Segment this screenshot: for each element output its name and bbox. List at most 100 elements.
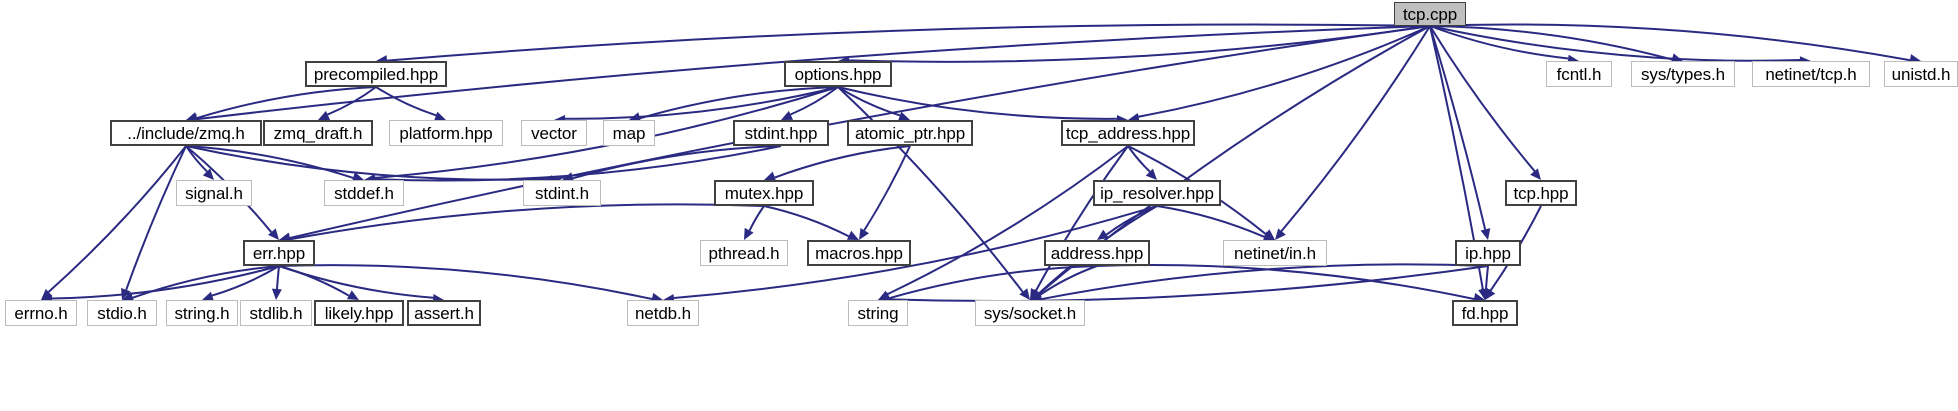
graph-node-atomic-ptr[interactable]: atomic_ptr.hpp: [847, 120, 973, 146]
graph-node-err-hpp[interactable]: err.hpp: [243, 240, 315, 266]
graph-edge-options-to-sys_socket: [837, 86, 1024, 293]
graph-node-errno-h[interactable]: errno.h: [5, 300, 77, 326]
graph-node-stddef-h[interactable]: stddef.h: [324, 180, 404, 206]
graph-edge-precompiled-to-zmq_draft: [327, 86, 377, 116]
graph-edge-tcp_address-to-string_cpp: [886, 145, 1129, 296]
graph-arrowhead: [346, 290, 359, 300]
graph-node-label: sys/types.h: [1641, 64, 1725, 84]
graph-arrowhead: [859, 228, 870, 240]
graph-node-label: vector: [531, 123, 577, 143]
graph-node-signal-h[interactable]: signal.h: [176, 180, 252, 206]
graph-edge-tcp_address-to-sys_socket: [1035, 145, 1129, 292]
graph-edge-zmq_h-to-stdio_h: [125, 145, 187, 291]
graph-node-ip-hpp[interactable]: ip.hpp: [1455, 240, 1521, 266]
graph-edge-ip_resolver-to-netdb_h: [673, 205, 1158, 299]
graph-node-assert-h[interactable]: assert.h: [407, 300, 481, 326]
graph-node-sys-socket[interactable]: sys/socket.h: [975, 300, 1085, 326]
graph-edge-tcp_cpp-to-fcntl: [1429, 25, 1569, 60]
graph-node-netinet-tcp[interactable]: netinet/tcp.h: [1752, 61, 1870, 87]
graph-node-label: tcp.cpp: [1402, 4, 1458, 24]
graph-node-mutex[interactable]: mutex.hpp: [714, 180, 814, 206]
graph-node-tcp-address[interactable]: tcp_address.hpp: [1061, 120, 1195, 146]
graph-arrowhead: [744, 227, 754, 240]
graph-node-label: signal.h: [185, 183, 243, 203]
graph-node-stdio-h[interactable]: stdio.h: [87, 300, 157, 326]
graph-node-fcntl[interactable]: fcntl.h: [1546, 61, 1612, 87]
graph-arrowhead: [764, 171, 777, 182]
graph-node-label: stdlib.h: [249, 303, 303, 323]
graph-edge-stdint_hpp-to-stdint_h: [572, 145, 782, 180]
graph-node-precompiled[interactable]: precompiled.hpp: [305, 61, 447, 87]
graph-node-label: tcp_address.hpp: [1065, 123, 1191, 143]
graph-node-label: atomic_ptr.hpp: [854, 123, 966, 143]
graph-node-label: string.h: [174, 303, 230, 323]
graph-node-label: ../include/zmq.h: [127, 123, 245, 143]
graph-edge-precompiled-to-platform: [375, 86, 437, 117]
graph-node-label: zmq_draft.h: [273, 123, 363, 143]
graph-arrowhead: [122, 291, 135, 302]
graph-node-label: stdio.h: [97, 303, 147, 323]
graph-node-label: string: [857, 303, 899, 323]
graph-node-stdlib-h[interactable]: stdlib.h: [240, 300, 312, 326]
graph-node-string-cpp[interactable]: string: [848, 300, 908, 326]
graph-edge-tcp_cpp-to-zmq_h: [196, 25, 1431, 121]
graph-edge-tcp_cpp-to-tcp_address: [1138, 25, 1431, 118]
graph-node-stdint-h[interactable]: stdint.h: [523, 180, 601, 206]
graph-node-sys-types[interactable]: sys/types.h: [1631, 61, 1735, 87]
graph-node-ip-resolver[interactable]: ip_resolver.hpp: [1093, 180, 1221, 206]
graph-node-zmq-h[interactable]: ../include/zmq.h: [110, 120, 262, 146]
graph-edge-err_hpp-to-stdlib_h: [275, 265, 280, 290]
graph-node-map[interactable]: map: [603, 120, 655, 146]
graph-node-vector[interactable]: vector: [521, 120, 587, 146]
graph-node-netdb-h[interactable]: netdb.h: [627, 300, 699, 326]
graph-edge-address-to-sys_socket: [1039, 265, 1098, 296]
graph-node-address[interactable]: address.hpp: [1044, 240, 1150, 266]
graph-node-label: precompiled.hpp: [313, 64, 439, 84]
graph-node-pthread[interactable]: pthread.h: [700, 240, 788, 266]
graph-edge-tcp_cpp-to-unistd: [1429, 23, 1911, 62]
graph-node-label: sys/socket.h: [983, 303, 1077, 323]
graph-arrowhead: [846, 230, 859, 240]
graph-arrowhead: [268, 228, 279, 240]
graph-edge-tcp_cpp-to-sys_types: [1429, 25, 1673, 61]
graph-node-likely[interactable]: likely.hpp: [314, 300, 404, 326]
graph-node-label: stdint.hpp: [744, 123, 818, 143]
graph-arrowhead: [1275, 228, 1286, 240]
graph-node-platform[interactable]: platform.hpp: [389, 120, 503, 146]
graph-node-stdint-hpp[interactable]: stdint.hpp: [733, 120, 829, 146]
graph-edge-tcp_cpp-to-err_hpp: [289, 25, 1431, 239]
graph-node-options[interactable]: options.hpp: [784, 61, 892, 87]
graph-edge-stdint_hpp-to-stddef_h: [374, 145, 782, 182]
graph-node-label: err.hpp: [252, 243, 306, 263]
graph-node-tcp-hpp[interactable]: tcp.hpp: [1505, 180, 1577, 206]
graph-node-label: fd.hpp: [1461, 303, 1509, 323]
graph-node-label: netdb.h: [634, 303, 692, 323]
graph-node-label: stdint.h: [534, 183, 589, 203]
graph-arrowhead: [271, 288, 282, 300]
graph-edge-options-to-tcp_address: [837, 86, 1118, 120]
graph-node-label: unistd.h: [1891, 64, 1951, 84]
graph-arrowhead: [1480, 288, 1491, 300]
graph-edge-options-to-map: [639, 86, 839, 120]
graph-node-tcp-cpp[interactable]: tcp.cpp: [1394, 2, 1466, 26]
graph-edge-tcp_cpp-to-netinet_tcp: [1429, 25, 1801, 62]
graph-edge-address-to-string_cpp: [888, 265, 1098, 300]
graph-node-string-h[interactable]: string.h: [166, 300, 238, 326]
graph-node-macros[interactable]: macros.hpp: [807, 240, 911, 266]
graph-node-label: options.hpp: [794, 64, 882, 84]
graph-edge-address-to-fd_hpp: [1096, 264, 1475, 301]
graph-arrowhead: [1097, 229, 1109, 240]
graph-arrowhead: [897, 111, 910, 122]
graph-node-zmq-draft[interactable]: zmq_draft.h: [263, 120, 373, 146]
graph-edge-atomic_ptr-to-macros: [863, 145, 911, 231]
graph-node-fd-hpp[interactable]: fd.hpp: [1452, 300, 1518, 326]
graph-edge-tcp_address-to-ip_resolver: [1127, 145, 1151, 173]
graph-node-label: map: [612, 123, 646, 143]
graph-edge-ip_hpp-to-sys_socket: [1040, 263, 1489, 301]
graph-node-netinet-in[interactable]: netinet/in.h: [1223, 240, 1327, 266]
graph-node-label: ip_resolver.hpp: [1100, 183, 1214, 203]
graph-edge-precompiled-to-zmq_h: [196, 86, 377, 120]
graph-edge-tcp_cpp-to-ip_hpp: [1429, 25, 1487, 230]
graph-edge-tcp_cpp-to-precompiled: [386, 23, 1431, 62]
graph-node-unistd[interactable]: unistd.h: [1884, 61, 1958, 87]
